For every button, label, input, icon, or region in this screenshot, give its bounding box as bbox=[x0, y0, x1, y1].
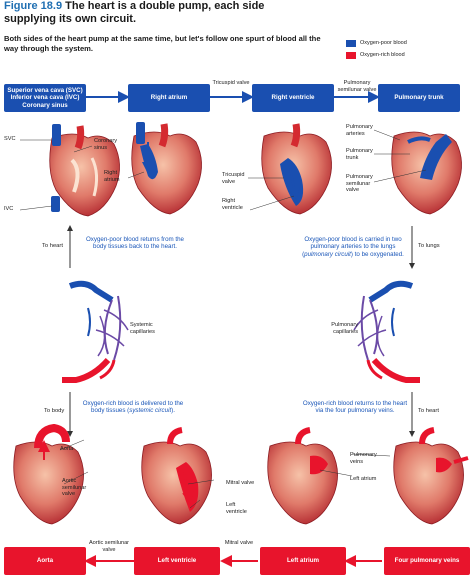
legend-label-oxygen-poor: Oxygen-poor blood bbox=[360, 40, 407, 46]
note-pulmonary-circuit-em: pulmonary circuit bbox=[304, 250, 351, 258]
label-to-body: To body bbox=[44, 408, 65, 414]
legend-swatch-oxygen-poor bbox=[346, 40, 356, 47]
heart-bottom-3 bbox=[267, 427, 338, 525]
heart-bottom-4 bbox=[393, 427, 469, 525]
label-systemic-capillaries: Systemic capillaries bbox=[130, 322, 155, 335]
label-svc: SVC bbox=[4, 136, 16, 142]
box-aorta: Aorta bbox=[4, 547, 86, 575]
note-oxygen-poor-return: Oxygen-poor blood returns from the body … bbox=[85, 236, 185, 251]
pulmonary-capillary-bed bbox=[353, 280, 420, 383]
legend-swatch-oxygen-rich bbox=[346, 52, 356, 59]
heart-bottom-2 bbox=[141, 427, 212, 525]
note-pulmonary-circuit-part1: Oxygen-poor blood is carried in two pulm… bbox=[302, 236, 402, 258]
label-right-ventricle: Right ventricle bbox=[222, 198, 243, 211]
box-right-atrium: Right atrium bbox=[128, 84, 210, 112]
label-pulmonary-capillaries: Pulmonary capillaries bbox=[331, 322, 358, 335]
leader-lines bbox=[19, 129, 427, 509]
label-mitral-valve-flow: Mitral valve bbox=[224, 540, 254, 546]
systemic-capillary-bed bbox=[62, 280, 129, 383]
heart-top-1 bbox=[49, 124, 120, 217]
label-tricuspid-valve: Tricuspid valve bbox=[222, 172, 245, 185]
label-aortic-semilunar-valve-flow: Aortic semilunar valve bbox=[88, 540, 130, 553]
note-systemic-circuit-part1: Oxygen-rich blood is delivered to the bo… bbox=[82, 400, 184, 415]
label-to-lungs: To lungs bbox=[418, 243, 440, 249]
label-left-ventricle: Left ventricle bbox=[226, 502, 247, 515]
label-aorta: Aorta bbox=[60, 446, 74, 452]
note-oxygen-rich-return: Oxygen-rich blood returns to the heart v… bbox=[302, 400, 408, 415]
legend-label-oxygen-rich: Oxygen-rich blood bbox=[360, 52, 405, 58]
label-pulmonary-trunk: Pulmonary trunk bbox=[346, 148, 373, 161]
box-pulmonary-veins: Four pulmonary veins bbox=[384, 547, 470, 575]
note-pulmonary-circuit: Oxygen-poor blood is carried in two pulm… bbox=[296, 236, 410, 258]
note-pulmonary-circuit-part2: ) to be oxygenated. bbox=[350, 250, 404, 258]
label-aortic-semilunar-valve: Aortic semilunar valve bbox=[62, 478, 87, 498]
label-pulmonary-veins: Pulmonary veins bbox=[350, 452, 377, 465]
label-to-heart-right: To heart bbox=[418, 408, 439, 414]
box-venae-cavae: Superior vena cava (SVC) Inferior vena c… bbox=[4, 84, 86, 112]
box-left-ventricle: Left ventricle bbox=[134, 547, 220, 575]
heart-top-3 bbox=[261, 123, 332, 215]
heart-top-4 bbox=[391, 131, 462, 215]
figure-number: Figure 18.9 bbox=[4, 0, 63, 12]
label-to-heart-left: To heart bbox=[42, 243, 63, 249]
box-left-atrium: Left atrium bbox=[260, 547, 346, 575]
figure-title-text: The heart is a double pump, each side su… bbox=[4, 0, 265, 25]
label-ivc: IVC bbox=[4, 206, 14, 212]
box-pulmonary-trunk: Pulmonary trunk bbox=[378, 84, 460, 112]
note-systemic-circuit-part2: ). bbox=[171, 407, 175, 415]
label-pulmonary-semilunar-valve-flow: Pulmonary semilunar valve bbox=[337, 80, 377, 93]
note-systemic-circuit: Oxygen-rich blood is delivered to the bo… bbox=[80, 400, 186, 415]
label-right-atrium: Right atrium bbox=[104, 170, 120, 183]
label-mitral-valve: Mitral valve bbox=[226, 480, 255, 486]
box-right-ventricle: Right ventricle bbox=[252, 84, 334, 112]
figure-title: Figure 18.9 The heart is a double pump, … bbox=[4, 0, 304, 26]
heart-top-2 bbox=[131, 122, 202, 215]
note-systemic-circuit-em: systemic circuit bbox=[129, 407, 172, 415]
label-left-atrium: Left atrium bbox=[350, 476, 377, 482]
label-coronary-sinus: Coronary sinus bbox=[94, 138, 118, 151]
label-pulmonary-arteries: Pulmonary arteries bbox=[346, 124, 373, 137]
label-pulmonary-semilunar-valve: Pulmonary semilunar valve bbox=[346, 174, 373, 194]
heart-bottom-1 bbox=[13, 423, 84, 525]
intro-text: Both sides of the heart pump at the same… bbox=[4, 34, 321, 53]
label-tricuspid-valve-flow: Tricuspid valve bbox=[212, 80, 250, 86]
